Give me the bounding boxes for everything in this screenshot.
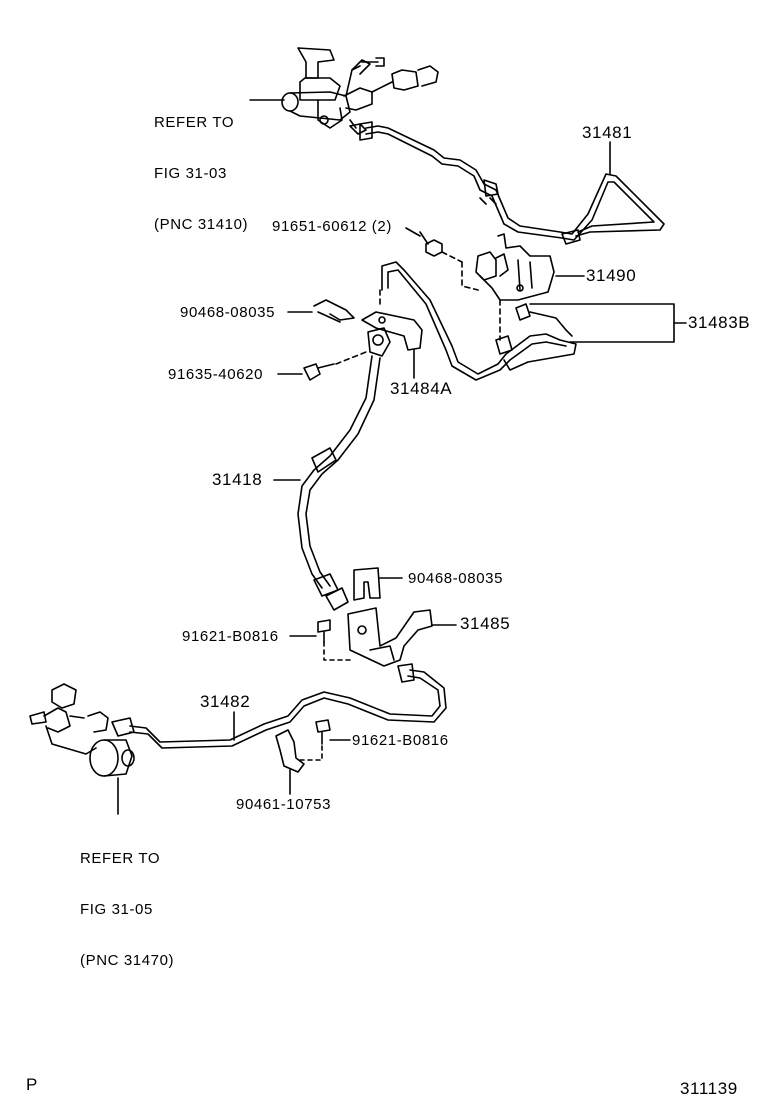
part-label-31485: 31485 (460, 614, 511, 633)
hose-31418-icon (297, 355, 381, 611)
ref-line: FIG 31-03 (154, 165, 227, 182)
part-label-31481: 31481 (582, 123, 633, 142)
tube-31483b-icon (381, 261, 577, 381)
part-label-90468-08035-mid: 90468-08035 (408, 570, 504, 587)
footer-left-marker: P (26, 1075, 38, 1094)
ref-line: REFER TO (80, 850, 161, 867)
dashed-line (323, 641, 351, 661)
release-cylinder-icon (29, 683, 135, 777)
part-label-31418: 31418 (212, 470, 263, 489)
bolt-91651-icon (419, 231, 443, 257)
ref-master-cylinder: REFER TO FIG 31-03 (PNC 31410) (154, 80, 248, 250)
part-label-31483b: 31483B (688, 313, 751, 332)
ref-line: (PNC 31410) (154, 216, 249, 233)
bolt-91621-mid-icon (317, 619, 331, 643)
part-label-31484a: 31484A (390, 379, 453, 398)
bolt-91635-icon (303, 363, 335, 381)
bolt-91621-low-icon (315, 719, 331, 745)
dashed-line (335, 351, 367, 365)
part-label-31490: 31490 (586, 266, 637, 285)
tube-31482-icon (129, 663, 447, 749)
ref-release-cylinder: REFER TO FIG 31-05 (PNC 31470) (80, 816, 174, 986)
dashed-line (299, 745, 323, 761)
part-label-91635-40620: 91635-40620 (168, 366, 264, 383)
union-bracket-31490-icon (475, 233, 555, 301)
clip-90468-top-icon (313, 299, 355, 323)
bracket-31485-icon (347, 607, 433, 667)
tube-31481-icon (359, 121, 665, 245)
part-label-90468-08035-top: 90468-08035 (180, 304, 276, 321)
part-label-91651-60612: 91651-60612 (2) (272, 218, 392, 235)
dashed-line (441, 251, 479, 291)
part-label-90461-10753: 90461-10753 (236, 796, 332, 813)
part-label-31482: 31482 (200, 692, 251, 711)
part-label-91621-b0816-low: 91621-B0816 (352, 732, 449, 749)
ref-line: (PNC 31470) (80, 952, 175, 969)
master-cylinder-icon (281, 47, 439, 135)
leader-line (405, 227, 421, 237)
ref-line: FIG 31-05 (80, 901, 153, 918)
part-label-91621-b0816-mid: 91621-B0816 (182, 628, 279, 645)
clamp-90461-icon (275, 729, 305, 773)
clip-90468-mid-icon (353, 567, 381, 601)
figure-number: 311139 (680, 1079, 738, 1098)
bracket-31484a-icon (361, 311, 423, 357)
ref-line: REFER TO (154, 114, 235, 131)
